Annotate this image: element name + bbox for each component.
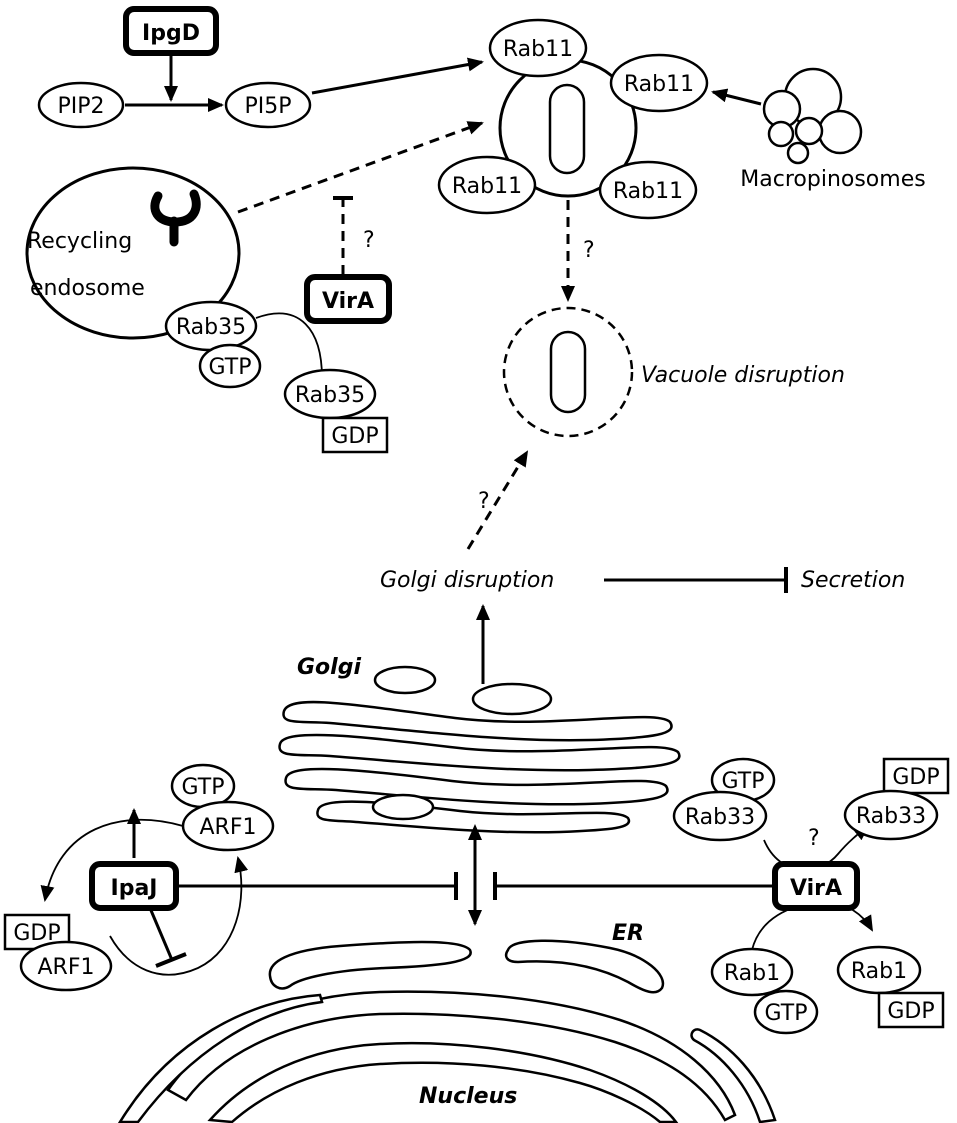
golgi-apparatus: Golgi (278, 655, 681, 834)
er-sheet (268, 940, 472, 990)
rab1-gdp-gdp-box (877, 991, 945, 1029)
rab33-gdp-gdp-label: GDP (892, 765, 939, 790)
ipaj-arf1-group: GTP ARF1 IpaJ GDP ARF1 (3, 763, 458, 992)
macropinosome-circle (786, 141, 810, 165)
question-mark: ? (583, 238, 595, 263)
rab33-gtp-node (672, 790, 768, 842)
rab11-node-bottom-right (598, 160, 698, 220)
rab11-node-left (437, 155, 537, 215)
er-sheet (207, 1041, 679, 1123)
vacuole-disruption-group: ? Vacuole disruption (502, 200, 845, 438)
bacterial-vacuole: Rab11 Rab11 Rab11 Rab11 (437, 18, 709, 220)
gtp-label: GTP (209, 355, 252, 380)
er-sheet (690, 1028, 777, 1123)
vira-top-label: VirA (322, 289, 374, 314)
rab11-label-right: Rab11 (624, 72, 694, 97)
golgi-cisterna (278, 733, 681, 772)
macropinosome-circle (767, 120, 795, 148)
bacterium (548, 83, 586, 175)
rab11-node-top (488, 18, 588, 78)
vira-bottom-box (772, 861, 860, 911)
gdp-label: GDP (331, 424, 378, 449)
ipaj-label: IpaJ (111, 876, 158, 901)
rab11-label-bottom-right: Rab11 (613, 179, 683, 204)
bacterium (549, 330, 587, 414)
vira-top-box (304, 274, 392, 324)
er-sheet (117, 993, 324, 1123)
recycling-endosome: Recycling endosome Rab35 GTP (25, 121, 484, 389)
golgi-cisterna (316, 800, 631, 834)
er-sheet (166, 990, 737, 1122)
golgi-vesicle (371, 793, 435, 821)
arf1-gdp-node (19, 940, 113, 992)
rab11-label-top: Rab11 (503, 37, 573, 62)
rab1-gdp-rab-label: Rab1 (851, 959, 907, 984)
rab33-gdp-node (843, 789, 939, 841)
vacuole-disruption-label: Vacuole disruption (641, 363, 845, 388)
recycling-endosome-label-1: Recycling (27, 229, 132, 254)
nucleus-label: Nucleus (419, 1084, 517, 1109)
pi5p-node (224, 81, 312, 129)
arf1-gdp-arf-label: ARF1 (38, 955, 95, 980)
macropinosome-circle (817, 109, 863, 155)
rab33-gdp-rab-label: Rab33 (856, 804, 926, 829)
secretion-label: Secretion (801, 568, 905, 593)
golgi-disruption-label: Golgi disruption (380, 568, 554, 593)
er-label: ER (612, 921, 644, 946)
gtp-node (198, 343, 262, 389)
rab33-gtp-rab-label: Rab33 (685, 805, 755, 830)
rab1-gtp-node (710, 947, 794, 997)
golgi-cisterna (284, 767, 669, 806)
pip2-node (37, 81, 125, 129)
rab33-gdp-gdp-box (882, 757, 950, 795)
recycling-endosome-label-2: endosome (30, 276, 145, 301)
arf1-recycle-arrow (109, 856, 249, 976)
golgi-disruption-group: ? Golgi disruption Secretion (380, 450, 905, 684)
golgi-vesicle (471, 682, 553, 716)
golgi-disruption-to-vacuole-arrow (466, 450, 529, 550)
ipgd-label: IpgD (142, 21, 200, 46)
macropinosomes: Macropinosomes (711, 67, 926, 192)
ipgd-pathway: IpgD PIP2 PI5P (37, 6, 484, 129)
vira-bottom-group: GTP Rab33 ? GDP Rab33 VirA Rab1 GTP Rab1… (493, 757, 950, 1035)
rab11-node-right (609, 53, 709, 113)
rab33-gtp-gtp-label: GTP (722, 769, 765, 794)
arf1-gtp-gtp-label: GTP (182, 775, 225, 800)
rab1-gdp-gdp-label: GDP (887, 999, 934, 1024)
gdp-box (321, 416, 389, 454)
endosome-to-vacuole-arrow (237, 121, 484, 214)
rab11-label-left: Rab11 (452, 174, 522, 199)
pip2-label: PIP2 (57, 94, 104, 119)
macropinosome-arrow (711, 88, 762, 106)
golgi-cisterna (282, 700, 673, 742)
rab35-gtp-rab-label: Rab35 (176, 315, 246, 340)
macropinosome-circle (794, 116, 824, 146)
recycling-endosome-membrane (25, 166, 241, 340)
rab1-gtp-gtp-label: GTP (765, 1001, 808, 1026)
golgi-label: Golgi (297, 655, 361, 680)
rab35-gdp-rab-label: Rab35 (295, 383, 365, 408)
arf1-to-gdp-arrow (40, 818, 184, 902)
macropinosomes-label: Macropinosomes (740, 167, 925, 192)
pi5p-label: PI5P (244, 94, 291, 119)
ipgd-box (123, 6, 219, 56)
inhibition-bar (155, 952, 187, 968)
question-mark: ? (808, 826, 820, 851)
endoplasmic-reticulum: ER Nucleus (117, 921, 777, 1123)
ipaj-inhibit-recycling (148, 907, 174, 961)
golgi-vesicle (373, 665, 437, 695)
vira-top-group: VirA ? Rab35 GDP (255, 196, 392, 454)
arf1-gtp-arf-label: ARF1 (200, 815, 257, 840)
rab1-gtp-gtp-node (753, 989, 819, 1035)
er-sheet (504, 939, 665, 994)
rab1-gtp-rab-label: Rab1 (724, 961, 780, 986)
pi5p-to-vacuole-arrow (311, 57, 484, 95)
vira-bottom-label: VirA (790, 876, 842, 901)
vira-to-rab35-gdp-arrow (255, 312, 327, 380)
question-mark: ? (478, 489, 490, 514)
question-mark: ? (363, 228, 375, 253)
